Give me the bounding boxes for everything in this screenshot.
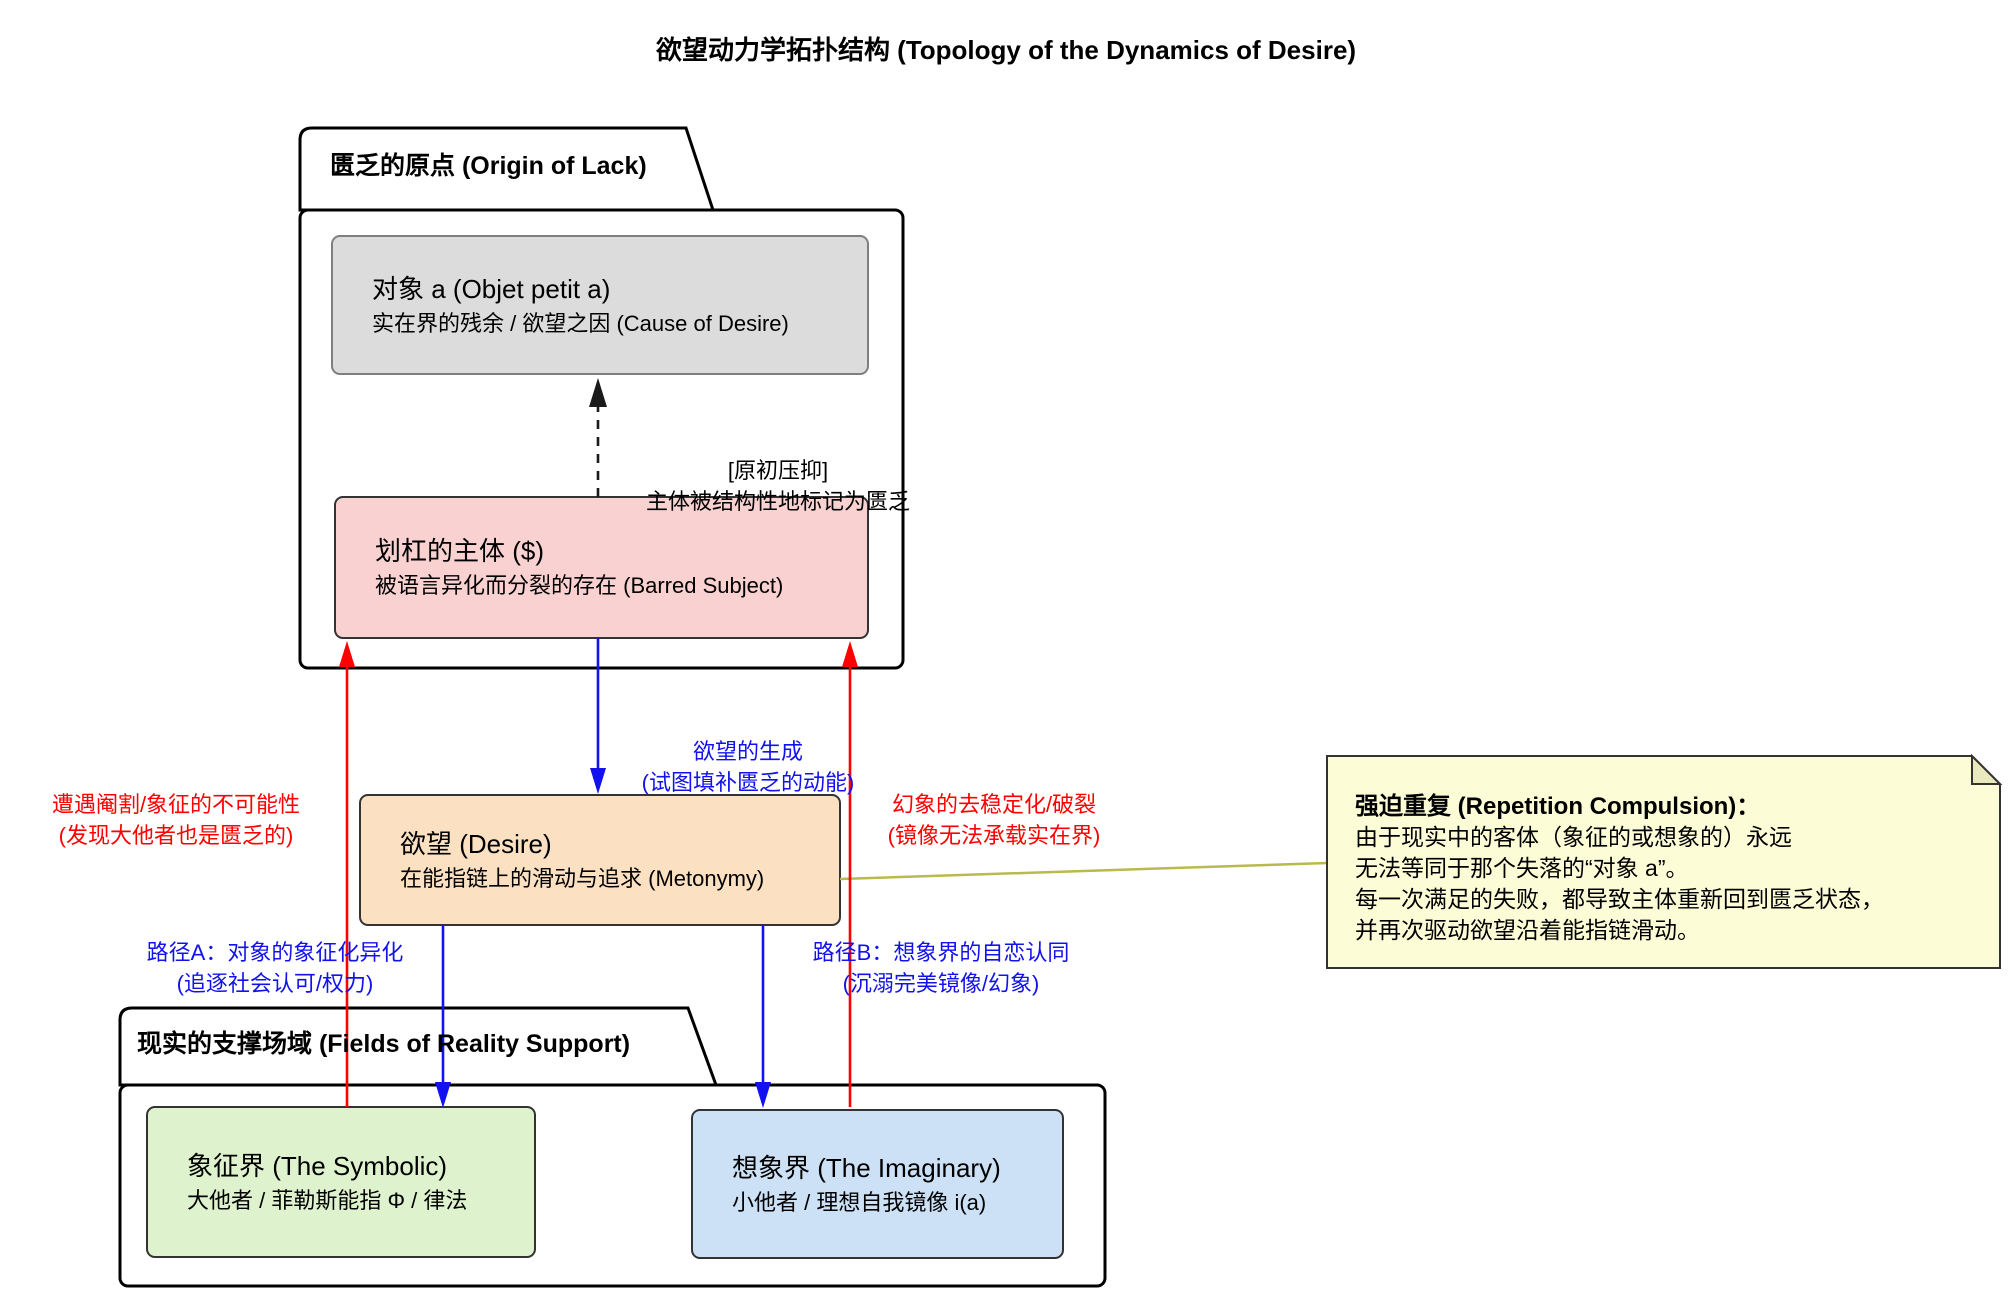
- package-origin-title: 匮乏的原点 (Origin of Lack): [330, 152, 647, 180]
- symbolic-subtitle: 大他者 / 菲勒斯能指 Φ / 律法: [187, 1187, 468, 1213]
- path-a-line1: 路径A：对象的象征化异化: [146, 940, 404, 965]
- edge-label-castration: 遭遇阉割/象征的不可能性 (发现大他者也是匮乏的): [15, 789, 337, 851]
- barred-subject-subtitle: 被语言异化而分裂的存在 (Barred Subject): [375, 573, 784, 598]
- primal-repression-line1: [原初压抑]: [727, 458, 829, 483]
- objet-a-subtitle: 实在界的残余 / 欲望之因 (Cause of Desire): [372, 310, 789, 336]
- node-objet-a: 对象 a (Objet petit a) 实在界的残余 / 欲望之因 (Caus…: [332, 236, 868, 374]
- desire-genesis-line1: 欲望的生成: [692, 739, 803, 764]
- path-b-line2: (沉溺完美镜像/幻象): [842, 971, 1040, 996]
- note-connector-line: [839, 861, 1328, 881]
- node-barred-subject: 划杠的主体 ($) 被语言异化而分裂的存在 (Barred Subject): [335, 497, 868, 638]
- fantasy-break-line1: 幻象的去稳定化/破裂: [891, 792, 1097, 817]
- edge-label-path-b: 路径B：想象界的自恋认同 (沉溺完美镜像/幻象): [780, 937, 1102, 999]
- imaginary-title: 想象界 (The Imaginary): [732, 1152, 1001, 1183]
- castration-line2: (发现大他者也是匮乏的): [58, 823, 294, 848]
- arrow-path-a-head: [435, 1082, 451, 1108]
- desire-genesis-line2: (试图填补匮乏的动能): [641, 770, 855, 795]
- package-reality-title: 现实的支撑场域 (Fields of Reality Support): [137, 1030, 631, 1058]
- desire-title: 欲望 (Desire): [400, 828, 552, 859]
- fantasy-break-line2: (镜像无法承载实在界): [887, 823, 1101, 848]
- edge-label-desire-genesis: 欲望的生成 (试图填补匮乏的动能): [598, 736, 898, 798]
- note-line-4: 并再次驱动欲望沿着能指链滑动。: [1355, 917, 1700, 943]
- node-imaginary: 想象界 (The Imaginary) 小他者 / 理想自我镜像 i(a): [692, 1110, 1063, 1258]
- arrow-path-b-head: [755, 1082, 771, 1108]
- note-line-1: 由于现实中的客体（象征的或想象的）永远: [1355, 824, 1792, 850]
- castration-line1: 遭遇阉割/象征的不可能性: [51, 792, 301, 817]
- package-reality-tab: [118, 1006, 719, 1087]
- primal-repression-line2: 主体被结构性地标记为匮乏: [645, 489, 910, 514]
- note-box: [1326, 755, 2001, 969]
- edge-label-primal-repression: [原初压抑] 主体被结构性地标记为匮乏: [617, 455, 939, 517]
- note-body-text: 由于现实中的客体（象征的或想象的）永远 无法等同于那个失落的“对象 a”。 每一…: [1355, 822, 1884, 946]
- path-a-line2: (追逐社会认可/权力): [176, 971, 374, 996]
- arrow-primal-repression-head: [589, 378, 607, 407]
- node-imaginary-box: [691, 1109, 1064, 1259]
- barred-subject-title: 划杠的主体 ($): [375, 536, 545, 566]
- diagram-title: 欲望动力学拓扑结构 (Topology of the Dynamics of D…: [655, 35, 1357, 65]
- node-symbolic: 象征界 (The Symbolic) 大他者 / 菲勒斯能指 Φ / 律法: [147, 1107, 535, 1257]
- node-desire-box: [359, 794, 841, 926]
- package-origin-tab: [298, 126, 716, 212]
- node-objet-a-box: [331, 235, 869, 375]
- arrow-desire-genesis-head: [590, 768, 606, 794]
- node-barred-subject-box: [334, 496, 869, 639]
- edge-label-path-a: 路径A：对象的象征化异化 (追逐社会认可/权力): [114, 937, 436, 999]
- objet-a-title: 对象 a (Objet petit a): [372, 273, 611, 304]
- note-title: 强迫重复 (Repetition Compulsion)：: [1355, 793, 1761, 820]
- arrow-fantasy-break-head: [842, 641, 858, 667]
- desire-subtitle: 在能指链上的滑动与追求 (Metonymy): [400, 865, 765, 891]
- node-desire: 欲望 (Desire) 在能指链上的滑动与追求 (Metonymy): [360, 795, 840, 925]
- arrow-castration-head: [339, 641, 355, 667]
- path-b-line1: 路径B：想象界的自恋认同: [812, 940, 1070, 965]
- note-line-3: 每一次满足的失败，都导致主体重新回到匮乏状态，: [1355, 886, 1884, 912]
- symbolic-title: 象征界 (The Symbolic): [187, 1150, 448, 1181]
- imaginary-subtitle: 小他者 / 理想自我镜像 i(a): [732, 1189, 987, 1215]
- node-symbolic-box: [146, 1106, 536, 1258]
- note-dog-ear: [1971, 753, 2003, 785]
- note-line-2: 无法等同于那个失落的“对象 a”。: [1355, 855, 1689, 881]
- edge-label-fantasy-break: 幻象的去稳定化/破裂 (镜像无法承载实在界): [833, 789, 1155, 851]
